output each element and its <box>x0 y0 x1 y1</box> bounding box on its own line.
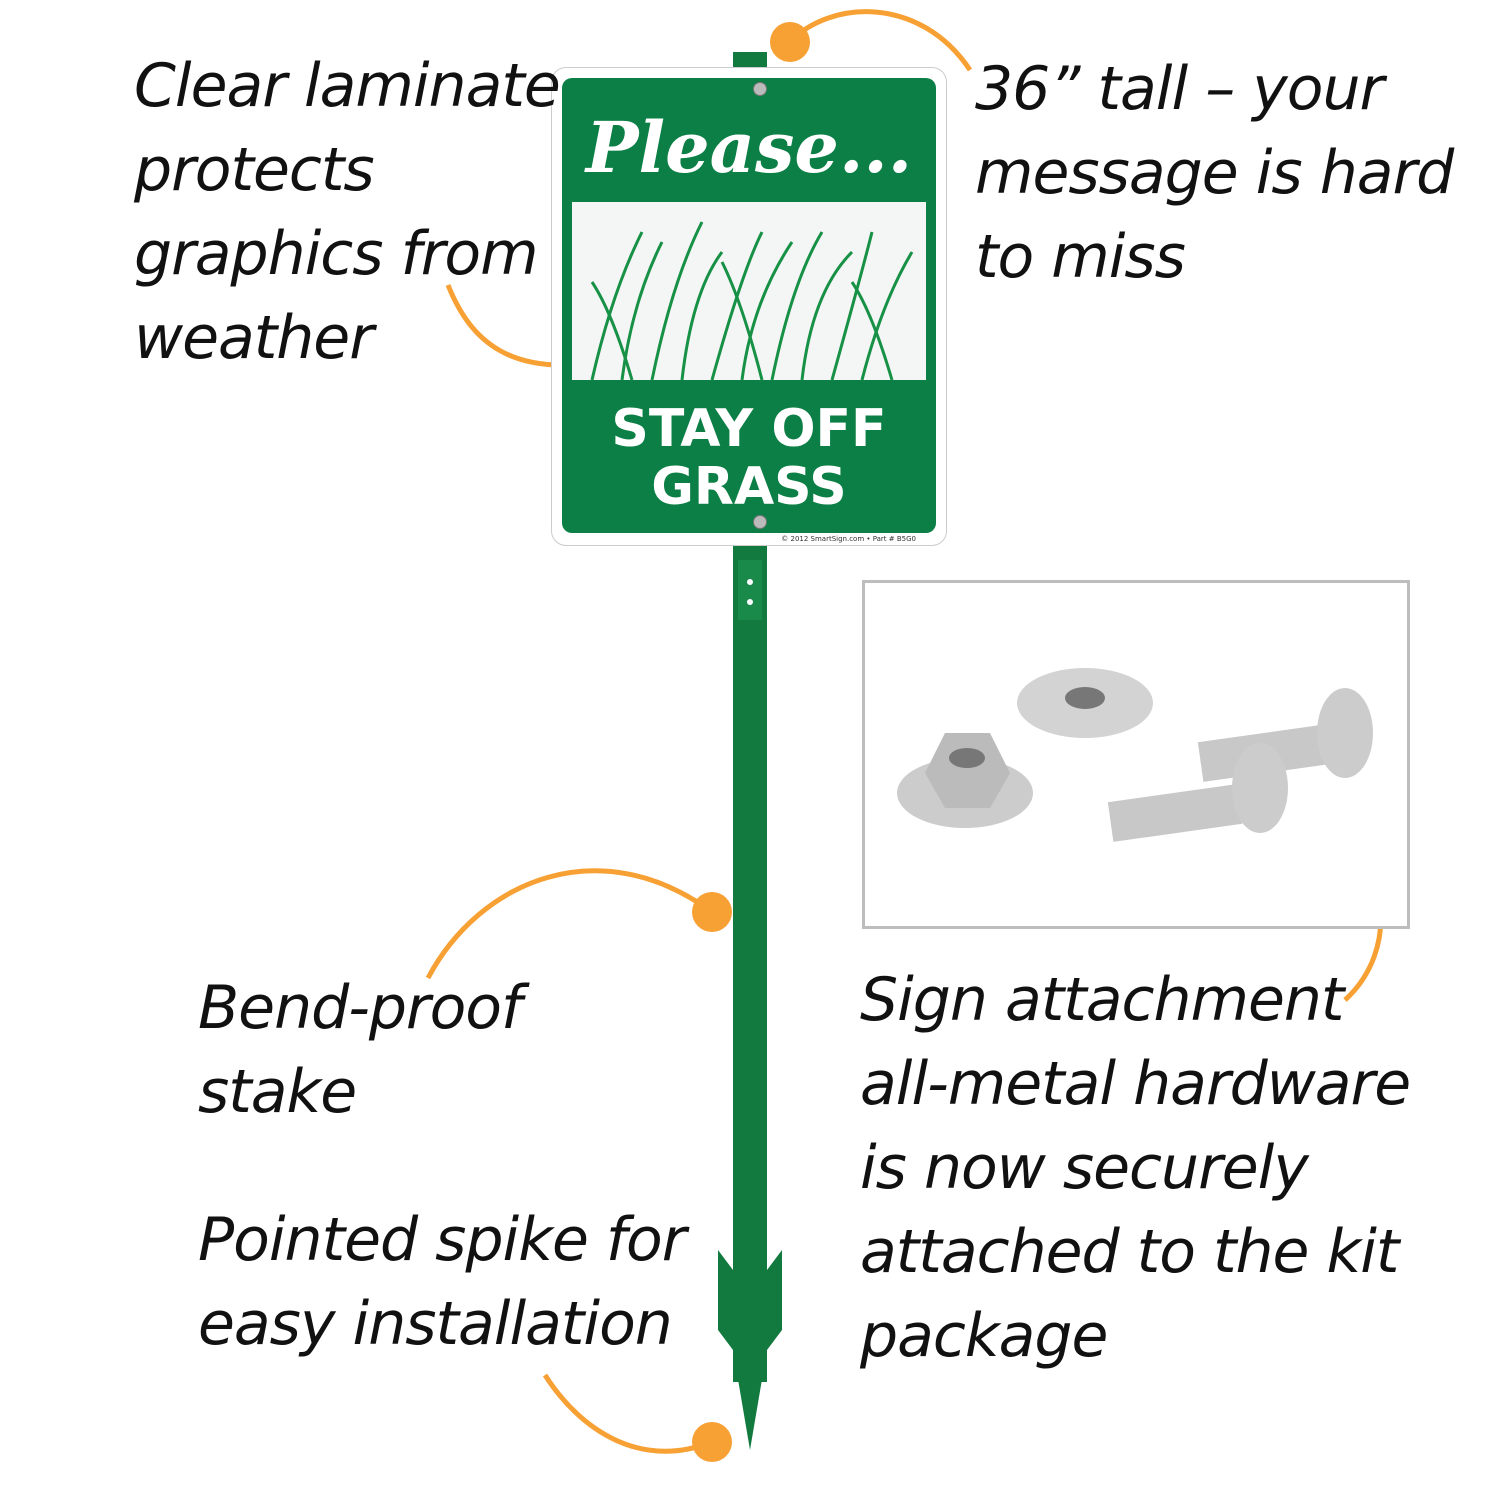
lawn-sign: Please... STAY OFF GRASS © 2012 SmartSig… <box>552 68 946 545</box>
callout-dot <box>692 1422 732 1462</box>
callout-dot <box>692 892 732 932</box>
caption-laminate: Clear laminate protects graphics from we… <box>134 51 561 373</box>
screw-icon <box>753 82 767 96</box>
sign-line-1: STAY OFF <box>611 399 887 459</box>
screw-icon <box>753 515 767 529</box>
caption-tall: 36” tall – your message is hard to miss <box>975 54 1454 292</box>
callout-line-spike <box>542 1373 713 1454</box>
hardware-photo <box>862 580 1410 929</box>
callout-line-tall <box>788 9 973 72</box>
callout-dot <box>770 22 810 62</box>
sign-message: STAY OFF GRASS <box>562 400 936 516</box>
sign-line-2: GRASS <box>651 457 847 517</box>
grass-graphic <box>572 202 926 381</box>
spike <box>718 1250 782 1450</box>
caption-stake: Bend-proof stake <box>198 973 522 1127</box>
sign-footer: © 2012 SmartSign.com • Part # B5G0 <box>781 535 916 543</box>
sign-header: Please... <box>585 106 913 189</box>
caption-hardware: Sign attachment all-metal hardware is no… <box>860 965 1411 1371</box>
callout-line-stake <box>425 868 714 980</box>
caption-spike: Pointed spike for easy installation <box>198 1205 686 1359</box>
